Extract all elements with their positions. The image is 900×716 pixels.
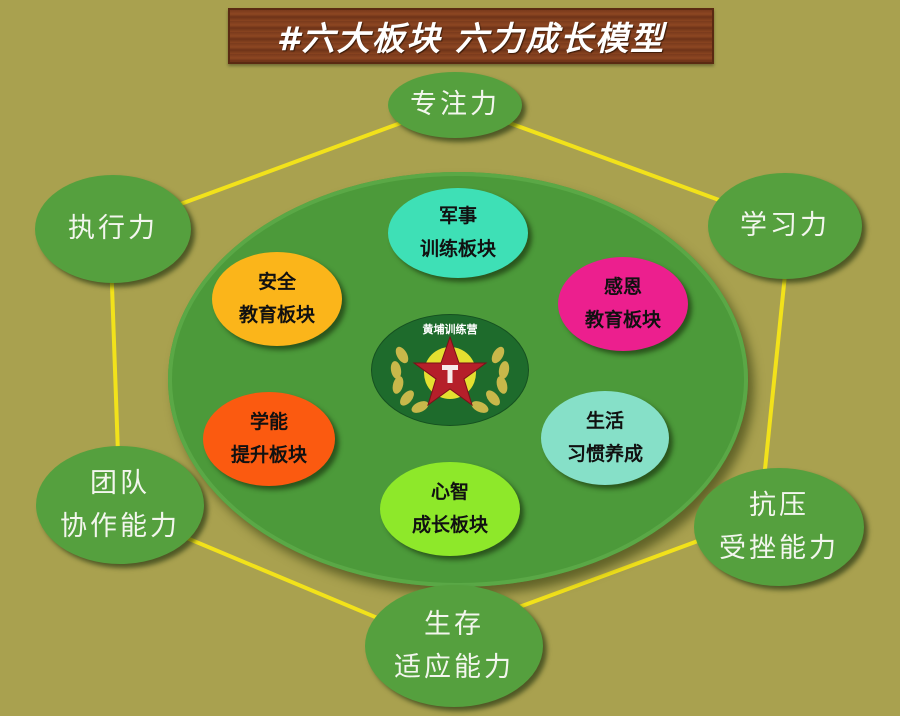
ability-label: 学习力 bbox=[740, 210, 830, 242]
ability-label: 受挫能力 bbox=[719, 533, 839, 564]
module-gratitude: 感恩 教育板块 bbox=[558, 257, 688, 351]
module-label: 军事 bbox=[438, 204, 477, 227]
module-safety: 安全 教育板块 bbox=[212, 252, 342, 346]
module-label: 安全 bbox=[257, 270, 296, 293]
module-academic: 学能 提升板块 bbox=[203, 392, 335, 486]
module-mind: 心智 成长板块 bbox=[380, 462, 520, 556]
ability-execution: 执行力 bbox=[35, 175, 191, 283]
module-label: 训练板块 bbox=[419, 238, 496, 260]
module-label: 成长板块 bbox=[411, 514, 488, 536]
ability-label: 团队 bbox=[90, 467, 150, 499]
ability-survival: 生存 适应能力 bbox=[365, 585, 543, 707]
module-label: 感恩 bbox=[603, 275, 642, 298]
emblem-icon bbox=[390, 335, 510, 413]
module-label: 生活 bbox=[585, 409, 624, 432]
star-wreath-emblem: 黄埔训练营 bbox=[372, 315, 528, 425]
ability-label: 抗压 bbox=[749, 489, 809, 521]
ability-learning: 学习力 bbox=[708, 173, 862, 279]
title-plank: #六大板块 六力成长模型 bbox=[228, 8, 714, 64]
module-habits: 生活 习惯养成 bbox=[541, 391, 669, 485]
module-label: 提升板块 bbox=[230, 444, 307, 466]
ability-resilience: 抗压 受挫能力 bbox=[694, 468, 864, 586]
ability-label: 专注力 bbox=[410, 89, 500, 121]
module-military: 军事 训练板块 bbox=[388, 188, 528, 278]
ability-label: 执行力 bbox=[68, 213, 158, 245]
emblem-label: 黄埔训练营 bbox=[422, 323, 478, 336]
ability-label: 生存 bbox=[424, 608, 484, 640]
module-label: 习惯养成 bbox=[566, 443, 643, 465]
page-title: #六大板块 六力成长模型 bbox=[276, 19, 666, 58]
ability-label: 协作能力 bbox=[60, 511, 180, 542]
ability-teamwork: 团队 协作能力 bbox=[36, 446, 204, 564]
ability-label: 适应能力 bbox=[394, 652, 514, 683]
module-label: 学能 bbox=[249, 410, 288, 433]
module-label: 心智 bbox=[430, 480, 469, 503]
module-label: 教育板块 bbox=[238, 304, 315, 326]
module-label: 教育板块 bbox=[584, 309, 661, 331]
ability-focus: 专注力 bbox=[388, 72, 522, 138]
